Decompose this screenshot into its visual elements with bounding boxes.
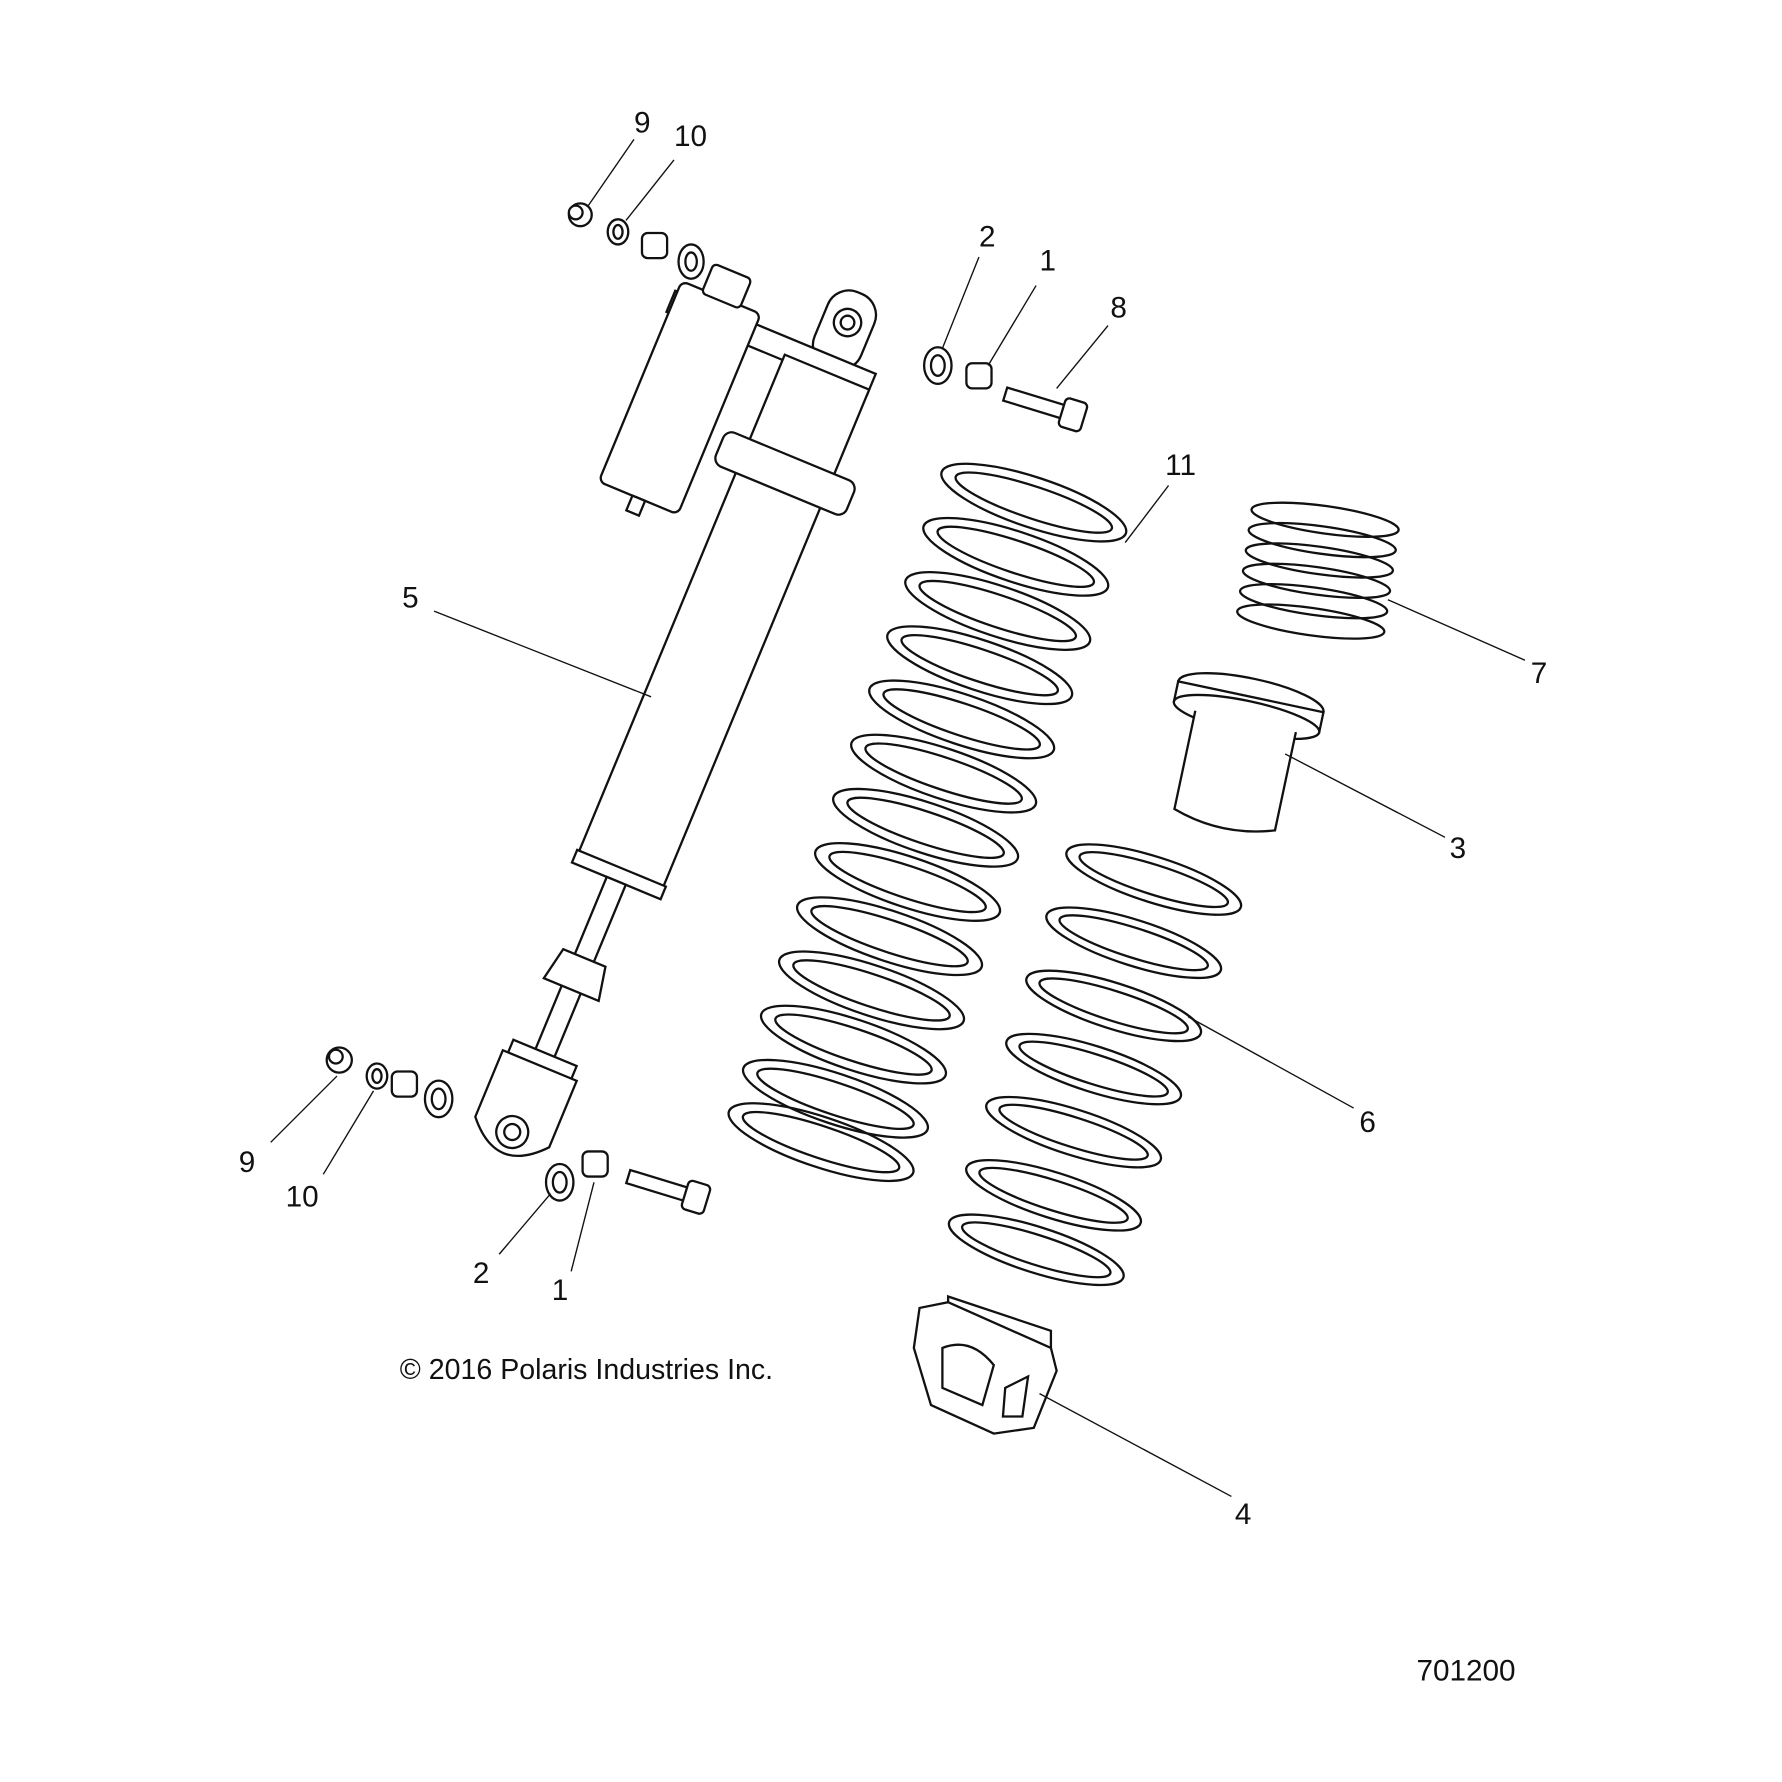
callout-1-top: 1 xyxy=(1040,245,1057,278)
callout-2-top: 2 xyxy=(979,221,996,254)
callout-1-bottom: 1 xyxy=(552,1274,569,1307)
bump-stop xyxy=(542,947,607,1003)
spring-adapter xyxy=(1172,672,1325,833)
callout-10-top: 10 xyxy=(674,120,707,153)
bottom-hardware-right xyxy=(544,1150,712,1215)
callout-2-bottom: 2 xyxy=(473,1257,490,1290)
top-hardware-right xyxy=(922,346,1089,433)
callout-3: 3 xyxy=(1450,832,1467,865)
shock-absorber xyxy=(474,263,878,1157)
callout-6: 6 xyxy=(1359,1106,1376,1139)
spring-main xyxy=(727,462,1128,1183)
figure-number: 701200 xyxy=(1416,1654,1515,1687)
callout-4: 4 xyxy=(1235,1498,1252,1531)
leader-lines xyxy=(270,138,1526,1498)
bottom-hardware-left xyxy=(325,1046,454,1119)
callout-5: 5 xyxy=(402,582,419,615)
bolt-8 xyxy=(1001,386,1089,433)
callout-11: 11 xyxy=(1165,449,1196,482)
copyright-text: © 2016 Polaris Industries Inc. xyxy=(400,1354,773,1386)
spring-secondary xyxy=(947,843,1243,1287)
spring-small xyxy=(1236,501,1400,640)
lower-spring-seat xyxy=(912,1294,1058,1435)
callout-7: 7 xyxy=(1531,657,1548,690)
callouts: 9 10 2 1 8 11 5 7 3 6 4 9 10 2 1 xyxy=(239,107,1547,1531)
top-hardware-left xyxy=(567,202,705,280)
callout-9-bottom: 9 xyxy=(239,1146,256,1179)
callout-8: 8 xyxy=(1110,292,1127,325)
callout-9-top: 9 xyxy=(634,107,651,140)
spring-collar xyxy=(714,431,856,516)
callout-10-bottom: 10 xyxy=(286,1180,319,1213)
